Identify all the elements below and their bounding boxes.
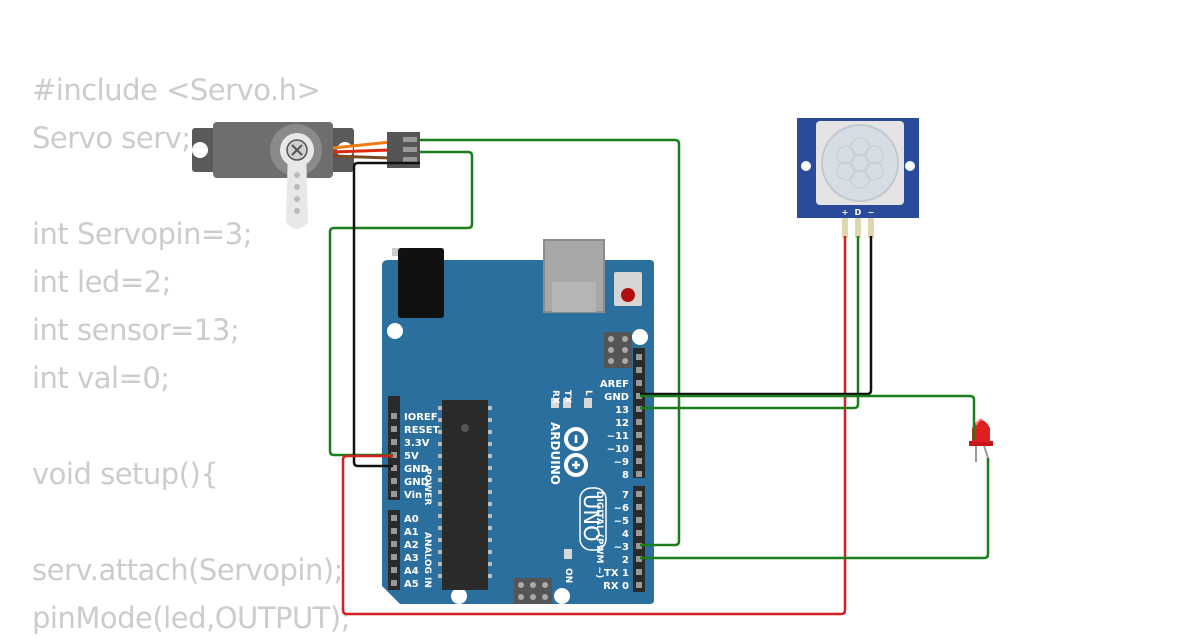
code-line: int led=2; [32,265,171,299]
arduino-uno-board[interactable]: RX TX L ON ARDUINO UNO DIGITAL (PWM ~) P… [382,239,654,604]
mount-hole [554,588,570,604]
power-header[interactable] [388,396,400,500]
pin-label: GND [404,464,429,475]
power-header-label: POWER [422,468,432,505]
servo-mount-hole-left [192,142,208,158]
code-line: Servo serv; [32,121,191,155]
wires [328,138,990,616]
code-overlay: #include <Servo.h> Servo serv; int Servopi… [32,66,350,642]
wire-servo-power-to-5v[interactable] [328,150,474,457]
tx-led-label: TX [562,390,572,403]
pir-motion-sensor[interactable]: + D − [797,118,919,238]
pin-label: RX 0 [603,581,629,592]
analog-header[interactable] [388,510,400,590]
digital-header-label: DIGITAL (PWM ~) [594,491,604,578]
pin-label: IOREF [404,412,438,423]
pin-label: AREF [600,379,629,390]
icsp-header-bottom [514,578,552,604]
icsp-header [604,332,632,368]
servo-cable-signal [332,140,391,150]
pin-label: A0 [404,514,419,525]
pin-label: ~6 [614,503,629,514]
wire-led-cathode-to-gnd[interactable] [640,394,976,440]
digital-pin-labels-upper: AREF GND 13 12 ~11 ~10 ~9 8 [600,379,629,481]
pin-label: ~9 [614,457,629,468]
code-line: #include <Servo.h> [32,73,321,107]
infinity-logo-icon [564,427,588,477]
wire-servo-signal-to-pin3[interactable] [420,138,681,547]
pin-label: 12 [615,418,629,429]
pin-label: 7 [622,490,629,501]
pin-label: A5 [404,579,419,590]
servo-motor[interactable] [192,122,420,229]
arduino-brand-label: ARDUINO [548,422,562,485]
rx-led-label: RX [550,390,560,404]
wire-pir-vcc-to-5v[interactable] [341,236,847,616]
dc-power-jack [398,248,444,318]
wire-pir-data-to-pin13[interactable] [640,236,860,410]
pin-label: A3 [404,553,419,564]
pin-label: 2 [622,555,629,566]
pin-label: RESET [404,425,440,436]
status-leds [551,398,592,559]
code-line: pinMode(led,OUTPUT); [32,601,350,635]
pin-label: ~3 [614,542,629,553]
pin-label: 4 [622,529,629,540]
pin-label: 8 [622,470,629,481]
code-line: int sensor=13; [32,313,240,347]
wire-led-anode-to-pin2[interactable] [640,458,990,560]
reset-button-cap[interactable] [621,288,635,302]
pin-label: A2 [404,540,419,551]
pin-label: A1 [404,527,419,538]
pir-fresnel-lens [821,124,899,202]
pin-label: ~5 [614,516,629,527]
pin-label: GND [404,477,429,488]
pir-pin-vcc-label: + [842,208,849,217]
pin-label: Vin [404,490,422,501]
mount-hole [451,588,467,604]
code-line: serv.attach(Servopin); [32,553,343,587]
digital-pin-labels-lower: 7 ~6 ~5 4 ~3 2 TX 1 RX 0 [603,490,629,592]
pin-label: 5V [404,451,419,462]
analog-pin-labels: A0 A1 A2 A3 A4 A5 [404,514,419,590]
led-lens [972,420,990,442]
servo-cable-power [332,148,391,154]
code-line: int val=0; [32,361,170,395]
pin-label: 13 [615,405,629,416]
code-line: int Servopin=3; [32,217,252,251]
analog-header-label: ANALOG IN [422,532,432,588]
wire-servo-ground-to-gnd[interactable] [352,161,420,468]
atmega-chip [438,400,492,590]
pin-label: ~11 [607,431,629,442]
mount-hole [387,323,403,339]
servo-horn-icon[interactable] [280,133,314,229]
pin-label: A4 [404,566,419,577]
uno-model-label: UNO [579,494,603,542]
mount-hole [632,329,648,345]
pir-pin-gnd-label: − [868,208,875,217]
digital-header-lower[interactable] [633,486,645,592]
code-line: void setup(){ [32,457,219,491]
servo-cable-ground [332,154,391,160]
red-led[interactable] [969,418,993,462]
power-pin-labels: IOREF RESET 3.3V 5V GND GND Vin [404,412,440,501]
wire-pir-ground-to-gnd[interactable] [640,236,873,396]
digital-header-upper[interactable] [633,348,645,478]
pin-label: ~10 [607,444,629,455]
pin-label: TX 1 [604,568,629,579]
on-led-label: ON [563,568,573,583]
pin-label: GND [604,392,629,403]
l-led-label: L [583,390,593,396]
pir-pin-data-label: D [855,208,862,217]
pin-label: 3.3V [404,438,430,449]
